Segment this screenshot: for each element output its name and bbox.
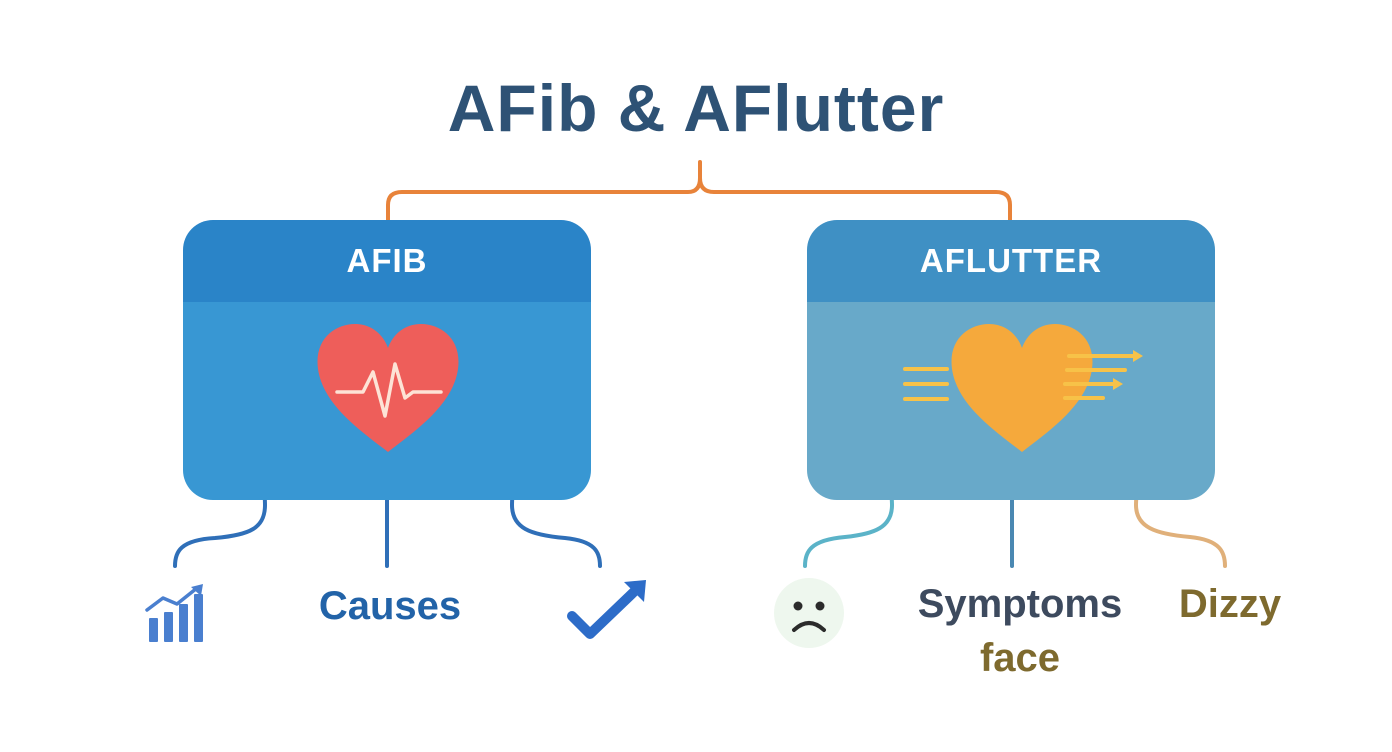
- check-icon: [567, 580, 646, 639]
- causes-label: Causes: [318, 584, 462, 628]
- aflutter-card-header: AFLUTTER: [807, 220, 1215, 302]
- aflutter-card: AFLUTTER: [807, 220, 1215, 500]
- face-label: face: [979, 636, 1061, 680]
- diagram-title: AFib & AFlutter: [447, 71, 945, 145]
- top-bracket: [386, 160, 1012, 222]
- bar-chart-icon: [145, 584, 203, 642]
- heart-ecg-icon: [317, 324, 459, 452]
- afib-card-header: AFIB: [183, 220, 591, 302]
- dizzy-label: Dizzy: [1178, 582, 1282, 626]
- heart-arrows-icon: [903, 324, 1143, 452]
- symptoms-label: Symptoms: [917, 582, 1123, 626]
- sad-face-icon: [774, 578, 844, 648]
- afib-card: AFIB: [183, 220, 591, 500]
- aflutter-card-body: [807, 302, 1215, 500]
- afib-card-body: [183, 302, 591, 500]
